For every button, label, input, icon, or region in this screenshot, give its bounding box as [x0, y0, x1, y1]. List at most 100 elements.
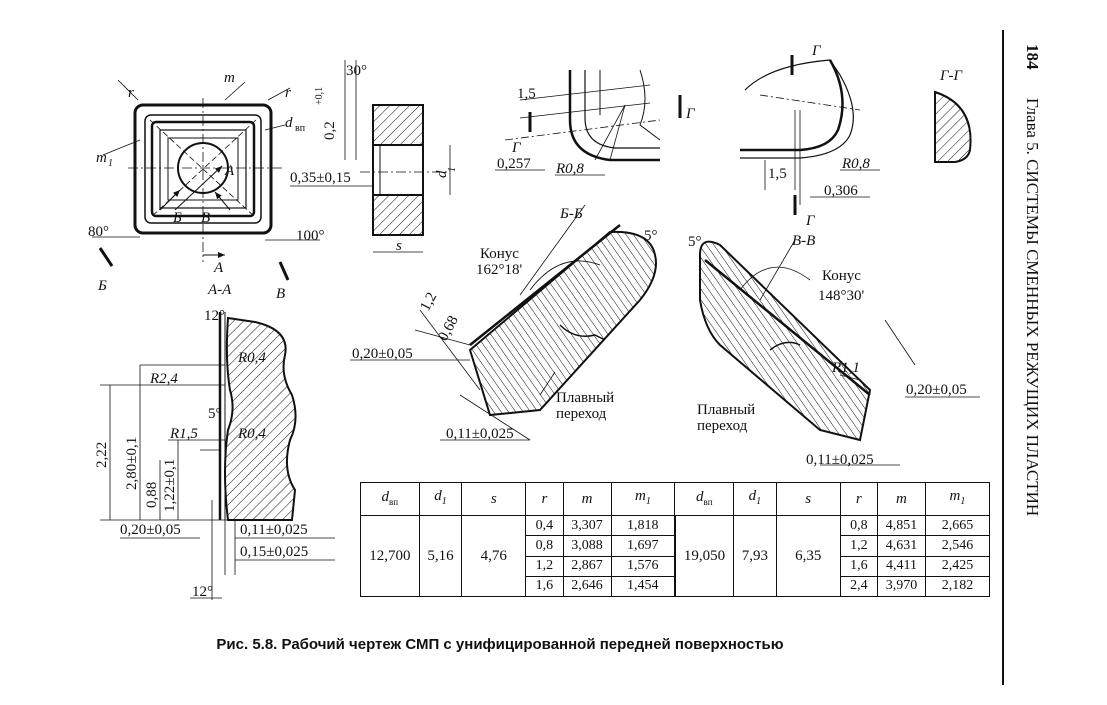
svg-text:80°: 80°	[88, 224, 109, 240]
section-gg-title: Г-Г	[939, 68, 964, 84]
cell-r: 1,2	[839, 535, 878, 557]
svg-text:12°: 12°	[192, 584, 213, 600]
svg-text:В-В: В-В	[792, 233, 815, 249]
svg-text:1: 1	[447, 167, 458, 172]
svg-text:2,22: 2,22	[94, 442, 110, 468]
table-header-row: dвп d1 s r m m1 dвп d1 s r m m1	[360, 482, 991, 516]
svg-text:Плавный: Плавный	[697, 402, 755, 418]
svg-text:переход: переход	[556, 406, 607, 422]
cell-r: 0,8	[525, 535, 564, 557]
cell-r: 1,6	[525, 575, 564, 598]
svg-text:+0,1: +0,1	[314, 87, 325, 105]
svg-text:R0,8: R0,8	[841, 156, 870, 172]
svg-text:0,11±0,025: 0,11±0,025	[240, 522, 308, 538]
col-header-dvp: dвп	[360, 482, 420, 516]
svg-text:1,5: 1,5	[517, 86, 536, 102]
cell-m: 4,411	[876, 555, 926, 577]
svg-text:0,2: 0,2	[322, 121, 338, 140]
cell-m: 4,851	[876, 514, 926, 537]
cell-m1: 1,454	[610, 575, 676, 598]
section-vv-labels: 5° Конус 148°30' R1,1 0,20±0,05 Плавный …	[688, 234, 967, 468]
svg-text:R0,4: R0,4	[237, 426, 266, 442]
svg-text:Г: Г	[685, 106, 696, 122]
svg-text:Плавный: Плавный	[556, 390, 614, 406]
svg-text:1: 1	[108, 158, 113, 169]
svg-text:A: A	[213, 260, 224, 276]
cell-r: 1,2	[525, 555, 564, 577]
col-header-s: s	[461, 482, 527, 516]
cell-d1: 7,93	[733, 515, 777, 597]
svg-text:0,11±0,025: 0,11±0,025	[806, 452, 874, 468]
svg-text:0,11±0,025: 0,11±0,025	[446, 426, 514, 442]
cell-s: 6,35	[775, 515, 841, 597]
svg-text:0,88: 0,88	[144, 482, 160, 508]
col-header-dvp: dвп	[674, 482, 735, 516]
svg-text:s: s	[396, 238, 402, 254]
insert-top-view	[92, 79, 320, 281]
table-row: 12,700 5,16 4,76 0,4 3,307 1,818 19,050 …	[360, 514, 991, 597]
cell-r: 1,6	[839, 555, 878, 577]
cell-dvp: 12,700	[360, 515, 420, 597]
col-header-m: m	[876, 482, 926, 516]
svg-text:0,68: 0,68	[435, 313, 461, 344]
insert-top-view-labels: r m r d вп m 1 A Б B 80° 100° A Б B A-A	[88, 70, 325, 302]
svg-text:1,2: 1,2	[417, 290, 440, 314]
svg-text:162°18': 162°18'	[476, 262, 522, 278]
cell-m: 3,307	[562, 514, 612, 537]
svg-text:100°: 100°	[296, 228, 325, 244]
svg-text:переход: переход	[697, 418, 748, 434]
col-header-m: m	[562, 482, 612, 516]
svg-text:R0,8: R0,8	[555, 161, 584, 177]
table-row: 1,6 2,646 1,454 2,4 3,970 2,182	[361, 575, 991, 598]
margin-rule	[1002, 30, 1004, 685]
svg-text:вп: вп	[295, 123, 306, 134]
svg-text:0,20±0,05: 0,20±0,05	[906, 382, 967, 398]
col-header-s: s	[775, 482, 841, 516]
svg-text:m: m	[96, 150, 107, 166]
svg-text:148°30': 148°30'	[818, 288, 864, 304]
svg-text:12°: 12°	[204, 308, 225, 324]
svg-text:0,20±0,05: 0,20±0,05	[120, 522, 181, 538]
svg-text:B: B	[201, 210, 210, 226]
section-aa-labels: 12° R0,4 R2,4 2,22 2,80±0,1 5° R1,5 R0,4…	[94, 308, 308, 600]
cell-m1: 1,818	[610, 514, 676, 537]
section-aa	[100, 312, 335, 600]
section-gg	[934, 90, 972, 163]
page-number: 184	[1023, 44, 1042, 70]
cell-m1: 2,546	[924, 535, 991, 557]
svg-text:30°: 30°	[346, 63, 367, 79]
cell-s: 4,76	[461, 515, 527, 597]
col-header-m1: m1	[924, 482, 991, 516]
svg-text:A: A	[224, 163, 235, 179]
svg-text:0,20±0,05: 0,20±0,05	[352, 346, 413, 362]
svg-text:Конус: Конус	[822, 268, 861, 284]
section-vv	[699, 239, 980, 466]
col-header-r: r	[839, 482, 878, 516]
svg-text:Г: Г	[811, 43, 822, 59]
svg-text:5°: 5°	[644, 228, 658, 244]
insert-side-section	[290, 60, 451, 253]
cell-dvp: 19,050	[673, 515, 735, 597]
svg-text:Г: Г	[805, 213, 816, 229]
svg-text:5°: 5°	[688, 234, 702, 250]
svg-text:r: r	[285, 85, 291, 101]
cell-m1: 2,182	[924, 575, 991, 598]
parameters-table: dвп d1 s r m m1 dвп d1 s r m m1 12,700 5…	[360, 482, 991, 598]
svg-text:R2,4: R2,4	[149, 371, 178, 387]
svg-text:0,306: 0,306	[824, 183, 858, 199]
cell-m: 2,646	[562, 575, 612, 598]
cell-m: 3,970	[876, 575, 926, 598]
cell-r: 0,4	[525, 514, 564, 537]
table-row: 1,2 2,867 1,576 1,6 4,411 2,425	[361, 555, 991, 577]
col-header-d1: d1	[733, 482, 777, 516]
cell-d1: 5,16	[418, 515, 463, 597]
insert-side-section-labels: 30° 0,2 +0,1 0,35±0,15 d 1 s	[290, 63, 458, 254]
section-bb	[350, 204, 657, 441]
view-v-labels: Г R0,8 1,5 0,306 Г В-В	[768, 43, 870, 249]
svg-text:m: m	[224, 70, 235, 86]
col-header-r: r	[525, 482, 564, 516]
svg-text:0,35±0,15: 0,35±0,15	[290, 170, 351, 186]
cell-m1: 2,425	[924, 555, 991, 577]
svg-text:R1,5: R1,5	[169, 426, 198, 442]
